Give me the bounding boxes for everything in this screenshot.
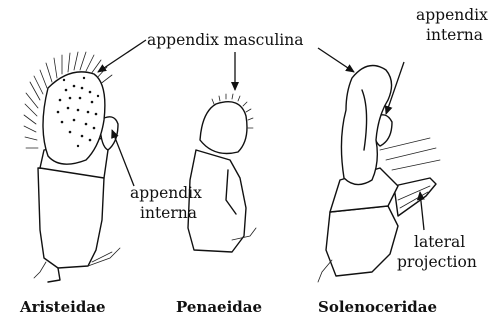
label-lateral-projection-1: lateral [414, 233, 465, 251]
arrow-aristeidae-interna [112, 130, 134, 186]
label-appendix-masculina: appendix masculina [147, 31, 303, 49]
penaeidae-drawing [188, 94, 256, 252]
label-lateral-projection-2: projection [397, 253, 477, 271]
family-solenoceridae: Solenoceridae [318, 298, 437, 316]
family-aristeidae: Aristeidae [19, 298, 106, 316]
label-appendix-interna-left-1: appendix [130, 184, 202, 202]
arrow-aristeidae-masculina [98, 40, 146, 72]
label-appendix-interna-right-1: appendix [416, 6, 488, 24]
label-appendix-interna-right-2: interna [426, 26, 483, 44]
label-appendix-interna-left-2: interna [140, 204, 197, 222]
aristeidae-drawing [24, 52, 120, 282]
arrow-solenoceridae-masculina [318, 48, 354, 72]
family-penaeidae: Penaeidae [176, 298, 262, 316]
